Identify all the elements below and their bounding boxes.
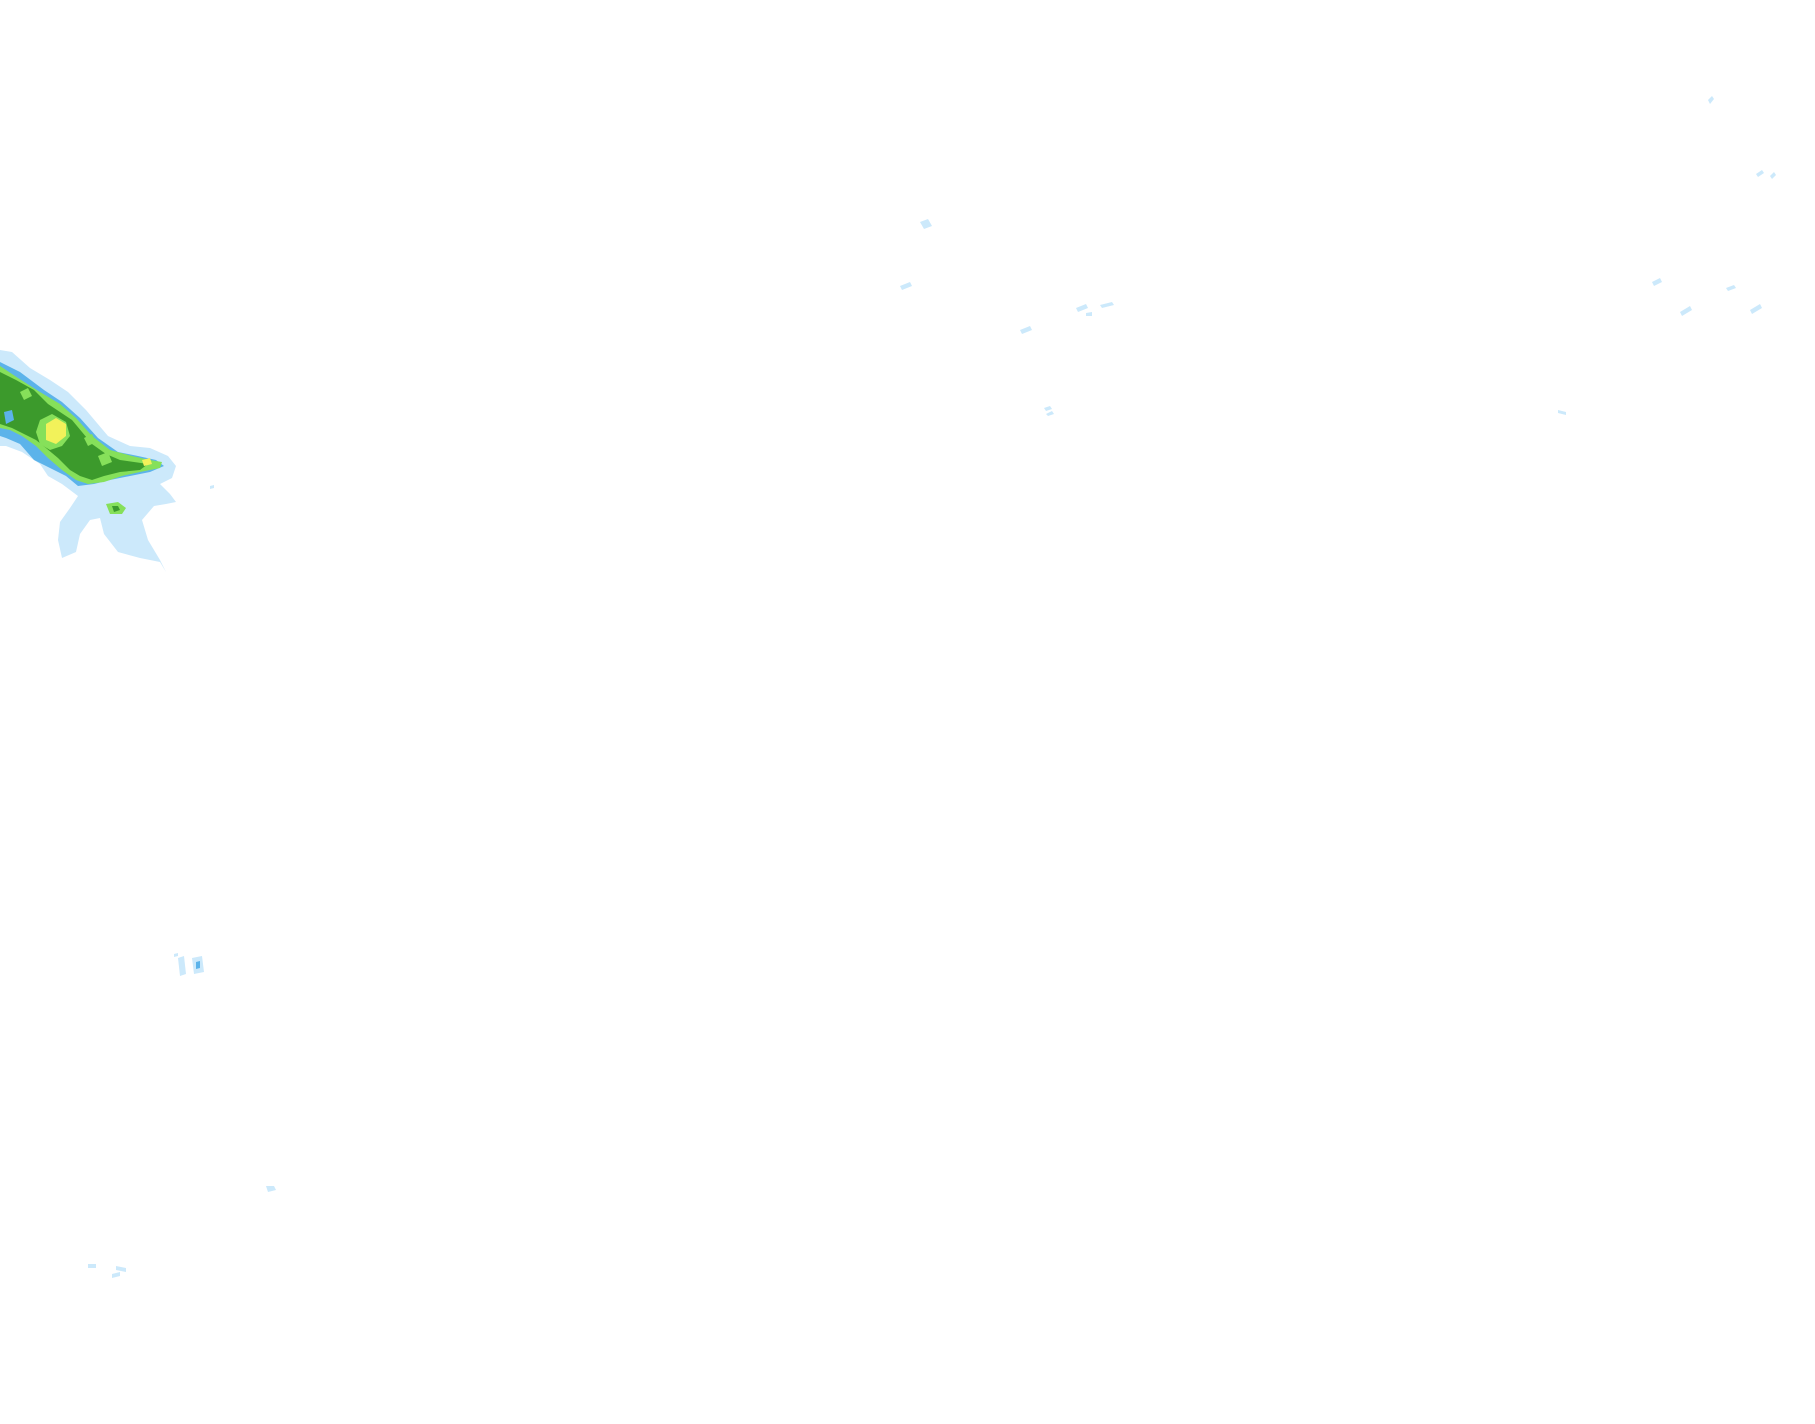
scattered-echoes [88, 96, 1776, 1278]
precip-cell-small [106, 502, 126, 514]
precip-moderate-fleck [20, 388, 32, 400]
precip-moderate-fleck-2 [84, 434, 96, 446]
precip-speck [210, 485, 214, 489]
precip-moderate-area [0, 366, 162, 484]
precip-light-fleck [4, 410, 14, 424]
precip-very-heavy-core [46, 418, 66, 444]
precip-very-heavy-dot [142, 458, 152, 466]
precip-moderate-fleck-3 [98, 452, 112, 466]
precip-heavy-area [0, 372, 148, 480]
precip-cell-main [0, 350, 176, 572]
